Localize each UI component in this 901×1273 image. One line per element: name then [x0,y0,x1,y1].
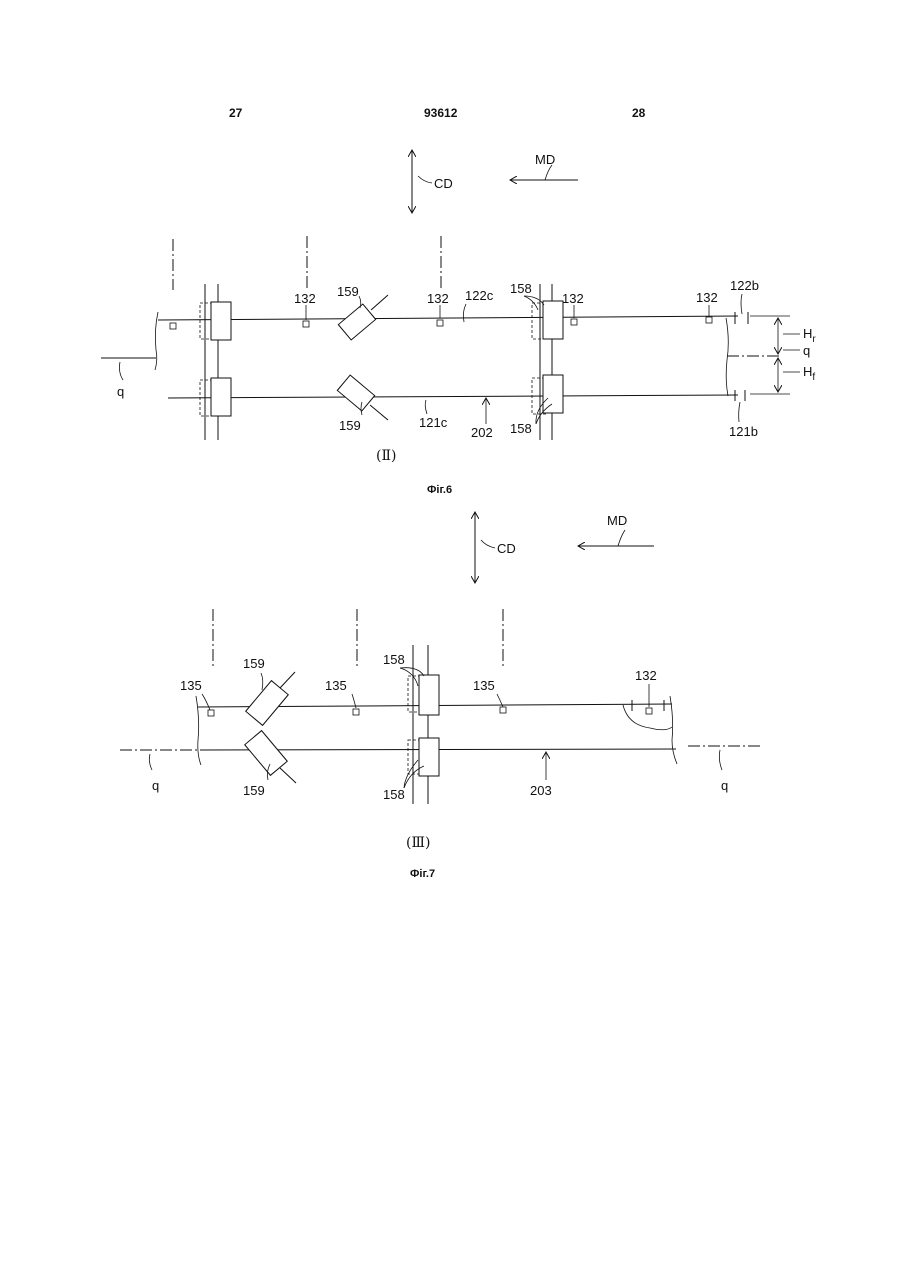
roller-159-top [338,304,375,340]
marker-132 [437,320,443,326]
figure-7: CD MD [120,512,762,804]
clamp-158-top-right [543,301,563,339]
md-label: MD [535,152,555,167]
marker-132 [706,317,712,323]
clamp-158-bottom [419,738,439,776]
md-label: MD [607,513,627,528]
label-159: 159 [243,783,265,798]
marker-132 [571,319,577,325]
marker-small [170,323,176,329]
marker-132 [646,708,652,714]
figure-6: CD MD [101,150,816,440]
clamp-158-bottom-right [543,375,563,413]
marker-132 [303,321,309,327]
label-122b: 122b [730,278,759,293]
fig7-caption: Фіг.7 [410,868,435,880]
label-159: 159 [337,284,359,299]
label-135: 135 [180,678,202,693]
sheet-line-122c [158,316,738,320]
clamp-158-top [419,675,439,715]
label-135: 135 [473,678,495,693]
label-q: q [117,384,124,399]
label-203: 203 [530,783,552,798]
marker-135 [353,709,359,715]
cd-label: CD [434,176,453,191]
label-135: 135 [325,678,347,693]
label-132: 132 [696,290,718,305]
label-132: 132 [427,291,449,306]
label-159: 159 [339,418,361,433]
label-158: 158 [510,421,532,436]
cd-label: CD [497,541,516,556]
label-158: 158 [510,281,532,296]
label-158: 158 [383,652,405,667]
clamp-158-top-left [211,302,231,340]
label-q: q [721,778,728,793]
marker-135 [208,710,214,716]
label-159: 159 [243,656,265,671]
label-122c: 122c [465,288,494,303]
roller-159-top [246,681,289,726]
label-132: 132 [294,291,316,306]
roller-159-bottom [337,375,374,411]
label-158: 158 [383,787,405,802]
label-132: 132 [635,668,657,683]
fig6-caption: Фіг.6 [427,484,452,496]
label-q: q [803,343,810,358]
marker-135 [500,707,506,713]
label-132: 132 [562,291,584,306]
sheet-line-121c [168,395,738,398]
label-121c: 121c [419,415,448,430]
label-121b: 121b [729,424,758,439]
label-hf: Hf [803,364,815,383]
fig6-sub-label: (Ⅱ) [376,448,396,464]
fig7-sub-label: (Ⅲ) [406,835,430,851]
label-q: q [152,778,159,793]
label-202: 202 [471,425,493,440]
clamp-158-bottom-left [211,378,231,416]
